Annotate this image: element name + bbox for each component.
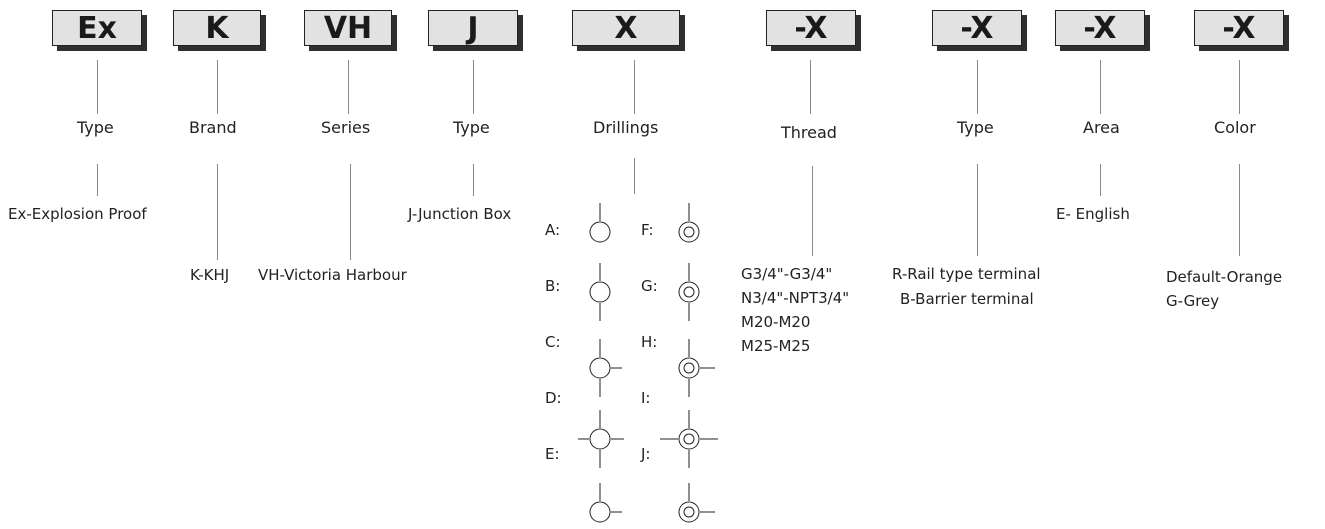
code-area-text: -X	[1083, 10, 1117, 46]
value-color-grey: G-Grey	[1166, 292, 1220, 310]
drilling-letter-d: D:	[545, 389, 562, 407]
drilling-letter-f: F:	[641, 221, 654, 239]
connector-line	[1100, 164, 1101, 196]
connector-line	[812, 166, 813, 256]
code-vh-text: VH	[323, 10, 373, 46]
label-brand: Brand	[189, 118, 237, 137]
code-terminal-type-text: -X	[960, 10, 994, 46]
drilling-e-icon	[589, 483, 622, 523]
value-explosion-proof: Ex-Explosion Proof	[8, 205, 147, 223]
connector-line	[217, 164, 218, 260]
code-j-text: J	[467, 10, 479, 46]
value-barrier-terminal: B-Barrier terminal	[900, 290, 1034, 308]
connector-line	[634, 158, 635, 194]
code-box-terminal-type: -X	[932, 10, 1022, 46]
code-k-text: K	[205, 10, 229, 46]
connector-line	[348, 60, 349, 114]
drilling-d-icon	[578, 410, 624, 468]
connector-line	[473, 164, 474, 196]
code-box-thread: -X	[766, 10, 856, 46]
value-thread-m25: M25-M25	[741, 337, 811, 355]
code-drillings-text: X	[614, 10, 638, 46]
connector-line	[1239, 60, 1240, 114]
connector-line	[977, 60, 978, 114]
code-box-area: -X	[1055, 10, 1145, 46]
code-box-ex: Ex	[52, 10, 142, 46]
value-rail-terminal: R-Rail type terminal	[892, 265, 1041, 283]
drilling-f-icon	[678, 203, 700, 243]
drilling-letter-a: A:	[545, 221, 561, 239]
label-color: Color	[1214, 118, 1256, 137]
connector-line	[97, 164, 98, 196]
code-thread-text: -X	[794, 10, 828, 46]
code-box-color: -X	[1194, 10, 1284, 46]
code-box-vh: VH	[304, 10, 392, 46]
value-khj: K-KHJ	[190, 266, 230, 284]
connector-line	[634, 60, 635, 114]
connector-line	[97, 60, 98, 114]
code-ex-text: Ex	[77, 10, 117, 46]
drilling-letter-e: E:	[545, 445, 560, 463]
drilling-b-icon	[589, 263, 611, 321]
drilling-letter-h: H:	[641, 333, 658, 351]
value-thread-npt34: N3/4"-NPT3/4"	[741, 289, 850, 307]
drilling-letter-j: J:	[641, 445, 651, 463]
value-thread-g34: G3/4"-G3/4"	[741, 265, 833, 283]
code-color-text: -X	[1222, 10, 1256, 46]
label-thread: Thread	[781, 123, 837, 142]
label-drillings: Drillings	[593, 118, 659, 137]
drilling-a-icon	[589, 203, 611, 243]
drilling-h-icon	[678, 339, 715, 397]
value-junction-box: J-Junction Box	[408, 205, 512, 223]
drilling-letter-c: C:	[545, 333, 561, 351]
drilling-letter-i: I:	[641, 389, 651, 407]
value-thread-m20: M20-M20	[741, 313, 811, 331]
connector-line	[217, 60, 218, 114]
code-box-drillings: X	[572, 10, 680, 46]
connector-line	[1239, 164, 1240, 256]
connector-line	[350, 164, 351, 260]
code-box-k: K	[173, 10, 261, 46]
label-series: Series	[321, 118, 371, 137]
connector-line	[1100, 60, 1101, 114]
value-victoria-harbour: VH-Victoria Harbour	[258, 266, 407, 284]
code-box-j: J	[428, 10, 518, 46]
label-area: Area	[1083, 118, 1120, 137]
drilling-letter-b: B:	[545, 277, 561, 295]
connector-line	[977, 164, 978, 256]
value-english: E- English	[1056, 205, 1130, 223]
drilling-g-icon	[678, 263, 700, 321]
label-box-type: Type	[453, 118, 490, 137]
drilling-j-icon	[678, 483, 715, 523]
drilling-letter-g: G:	[641, 277, 658, 295]
drilling-c-icon	[589, 339, 622, 397]
connector-line	[473, 60, 474, 114]
drilling-i-icon	[660, 410, 718, 468]
connector-line	[810, 60, 811, 114]
label-type: Type	[77, 118, 114, 137]
label-terminal-type: Type	[957, 118, 994, 137]
value-color-orange: Default-Orange	[1166, 268, 1283, 286]
